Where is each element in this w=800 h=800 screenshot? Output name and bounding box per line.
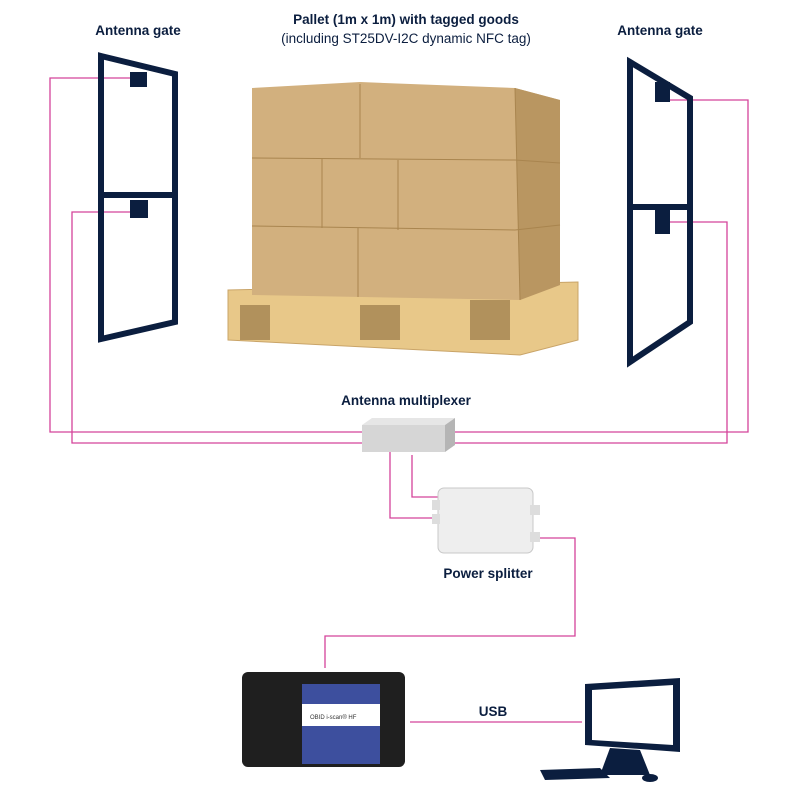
rfid-reader-device: OBID i-scan® HF [242, 672, 405, 767]
right-antenna-gate-label: Antenna gate [617, 23, 703, 38]
computer-monitor [540, 678, 680, 782]
cable-mux-splitter-2 [411, 455, 440, 498]
right-antenna-gate [627, 56, 693, 368]
power-splitter-label: Power splitter [443, 566, 533, 581]
cable-right-gate-top [455, 99, 749, 433]
antenna-multiplexer-device [362, 418, 455, 452]
pallet-with-boxes [227, 82, 579, 356]
usb-label: USB [478, 704, 508, 719]
left-antenna-gate [98, 52, 178, 343]
pallet-title: Pallet (1m x 1m) with tagged goods [293, 12, 519, 27]
cable-splitter-reader [324, 537, 576, 668]
left-antenna-gate-label: Antenna gate [95, 23, 181, 38]
cable-right-gate-bottom [455, 221, 728, 444]
multiplexer-label: Antenna multiplexer [341, 393, 471, 408]
power-splitter-device [432, 487, 540, 554]
cable-mux-splitter-1 [389, 452, 440, 519]
reader-brand-label: OBID i-scan® HF [310, 714, 357, 721]
cable-left-gate-top [49, 77, 362, 433]
pallet-subtitle: (including ST25DV-I2C dynamic NFC tag) [281, 31, 531, 46]
